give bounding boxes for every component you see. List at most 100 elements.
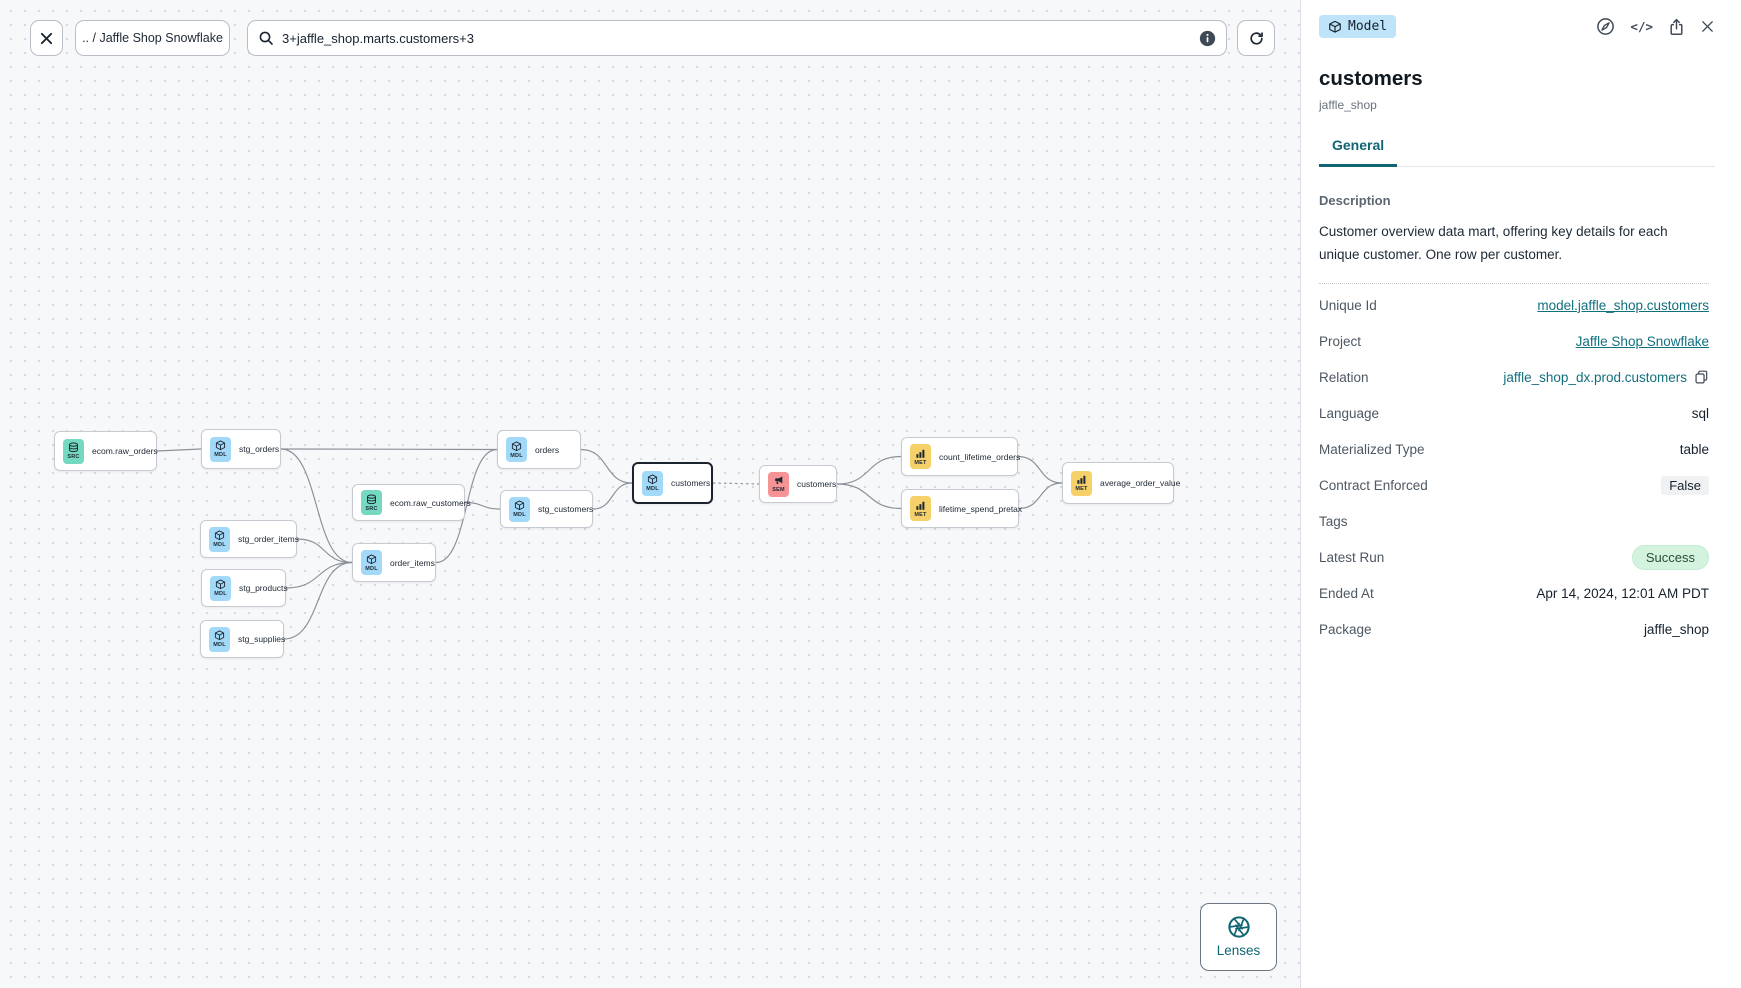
panel-tabs: General <box>1319 137 1715 167</box>
cube-icon <box>214 530 225 541</box>
lenses-button[interactable]: Lenses <box>1200 903 1277 971</box>
node-label: orders <box>535 444 560 455</box>
met-chip: MET <box>910 444 931 469</box>
field-label: Materialized Type <box>1319 441 1425 457</box>
refresh-lineage-button[interactable] <box>1237 20 1275 56</box>
mdl-chip: MDL <box>209 626 230 652</box>
field-value: False <box>1661 475 1709 495</box>
search-input[interactable] <box>282 30 1191 46</box>
mdl-chip: MDL <box>210 575 231 601</box>
node-label: count_lifetime_orders <box>939 451 1021 462</box>
field-row-package: Package jaffle_shop <box>1319 611 1709 647</box>
database-icon <box>367 493 376 504</box>
code-icon[interactable]: </> <box>1630 19 1653 34</box>
node-label: lifetime_spend_pretax <box>939 503 1023 514</box>
aperture-icon <box>1227 916 1250 938</box>
cube-icon <box>514 500 525 511</box>
copy-icon[interactable] <box>1694 369 1709 385</box>
lineage-search[interactable] <box>247 20 1227 56</box>
model-cube-icon <box>1329 20 1341 33</box>
src-chip: SRC <box>361 490 382 515</box>
field-row-relation: Relation jaffle_shop_dx.prod.customers <box>1319 359 1709 395</box>
field-row-unique-id: Unique Id model.jaffle_shop.customers <box>1319 287 1709 323</box>
dag-node-stg-order-items[interactable]: MDL stg_order_items <box>200 520 299 558</box>
field-label: Unique Id <box>1319 297 1377 313</box>
page-title: customers <box>1319 67 1423 90</box>
value-badge: False <box>1661 475 1709 495</box>
met-chip: MET <box>910 496 931 521</box>
tab-general[interactable]: General <box>1319 137 1398 167</box>
field-label: Project <box>1319 333 1362 349</box>
field-value-link[interactable]: Jaffle Shop Snowflake <box>1575 333 1709 349</box>
cube-icon <box>366 553 377 564</box>
dag-node-stg-supplies[interactable]: MDL stg_supplies <box>200 620 286 658</box>
field-row-materialized-type: Materialized Type table <box>1319 431 1709 467</box>
close-lineage-button[interactable] <box>30 20 63 56</box>
breadcrumb[interactable]: .. / Jaffle Shop Snowflake <box>75 20 230 56</box>
sem-chip: SEM <box>768 471 789 497</box>
dag-node-average-order-value[interactable]: MET average_order_value <box>1062 462 1180 504</box>
field-value-link[interactable]: model.jaffle_shop.customers <box>1537 297 1709 313</box>
package-subtitle: jaffle_shop <box>1319 98 1377 112</box>
field-label: Language <box>1319 405 1380 421</box>
share-icon[interactable] <box>1668 18 1685 36</box>
divider <box>1319 283 1709 285</box>
met-chip: MET <box>1071 470 1092 496</box>
field-value: Success <box>1631 544 1709 570</box>
info-icon[interactable] <box>1199 30 1216 47</box>
field-label: Ended At <box>1319 585 1374 601</box>
cube-icon <box>511 440 522 451</box>
dag-node-orders[interactable]: MDL orders <box>497 430 581 469</box>
node-label: stg_order_items <box>238 534 299 544</box>
bar-chart-icon <box>916 501 925 510</box>
field-value: Jaffle Shop Snowflake <box>1576 334 1709 349</box>
field-row-latest-run: Latest Run Success <box>1319 539 1709 575</box>
refresh-icon <box>1249 31 1263 45</box>
dag-node-customers-sem[interactable]: SEM customers <box>759 465 837 503</box>
resource-type-label: Model <box>1348 19 1388 34</box>
description-label: Description <box>1319 193 1391 208</box>
breadcrumb-label: .. / Jaffle Shop Snowflake <box>82 31 223 45</box>
mdl-chip: MDL <box>209 526 230 552</box>
field-value: model.jaffle_shop.customers <box>1537 298 1709 313</box>
mdl-chip: MDL <box>509 496 530 522</box>
cube-icon <box>215 579 226 590</box>
field-label: Relation <box>1319 369 1369 385</box>
node-label: customers <box>797 479 837 489</box>
node-label: stg_orders <box>239 444 280 454</box>
field-value: jaffle_shop <box>1643 621 1709 637</box>
field-row-project: Project Jaffle Shop Snowflake <box>1319 323 1709 359</box>
details-panel: Model </> <box>1300 0 1741 988</box>
node-label: stg_supplies <box>238 634 286 644</box>
field-label: Latest Run <box>1319 549 1385 565</box>
mdl-chip: MDL <box>506 437 527 462</box>
field-value: table <box>1679 441 1709 457</box>
field-label: Contract Enforced <box>1319 477 1428 493</box>
field-value: jaffle_shop_dx.prod.customers <box>1503 369 1709 385</box>
node-label: average_order_value <box>1100 478 1181 488</box>
dag-node-lifetime-spend-pretax[interactable]: MET lifetime_spend_pretax <box>901 489 1023 528</box>
lenses-label: Lenses <box>1216 943 1261 958</box>
field-label: Package <box>1319 621 1372 637</box>
megaphone-icon <box>775 476 783 484</box>
explore-compass-icon[interactable] <box>1596 17 1615 36</box>
mdl-chip: MDL <box>361 550 382 575</box>
dag-node-count-lifetime-orders[interactable]: MET count_lifetime_orders <box>901 437 1021 476</box>
field-label: Tags <box>1319 513 1348 529</box>
mdl-chip: MDL <box>642 470 663 496</box>
bar-chart-icon <box>916 449 925 458</box>
field-row-tags: Tags <box>1319 503 1709 539</box>
close-panel-icon[interactable] <box>1700 19 1715 34</box>
